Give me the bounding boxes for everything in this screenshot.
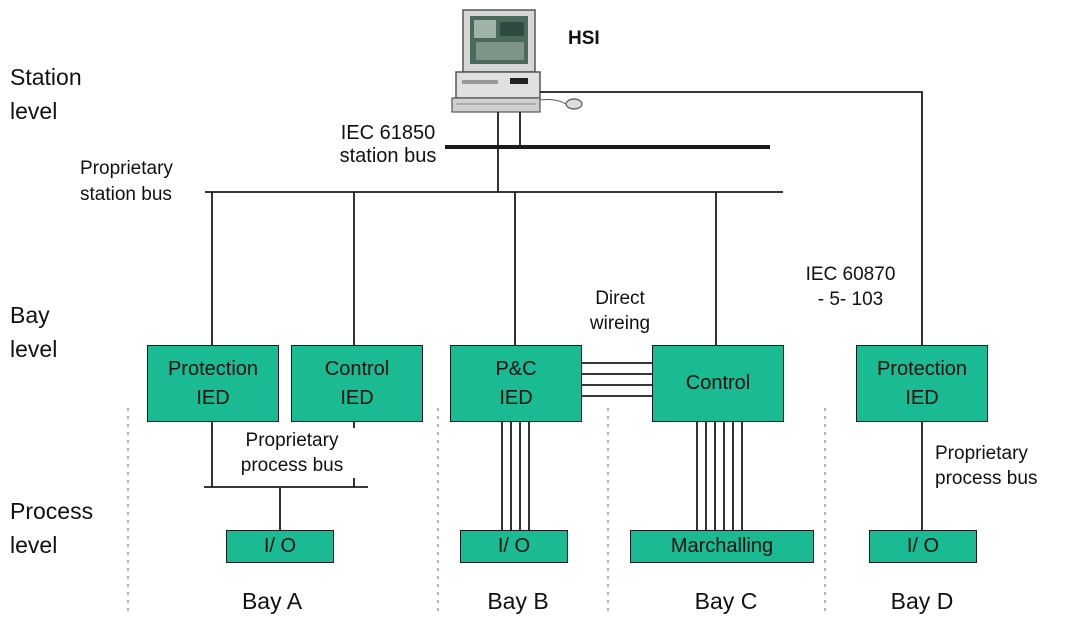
marshalling-unit-c[interactable]: Marchalling [630,530,814,563]
protection-ied-d[interactable]: Protection IED [856,345,988,422]
bay-level-label: Bay level [10,298,57,366]
iec61850-label: IEC 61850 station bus [328,122,448,168]
proprietary-process-bus-d-label: Proprietary process bus [935,441,1037,491]
control-c-label: Control [686,369,750,398]
protection-ied-a-label: Protection IED [168,355,258,413]
bay-b-label: Bay B [448,588,588,615]
pc-ied-b-label: P&C IED [495,355,536,413]
bay-c-label: Bay C [656,588,796,615]
proprietary-station-bus-label: Proprietary station bus [80,156,173,208]
protection-ied-d-label: Protection IED [877,355,967,413]
bay-a-label: Bay A [202,588,342,615]
hsi-label: HSI [568,28,600,50]
control-ied-a[interactable]: Control IED [291,345,423,422]
hsi-computer-icon [452,10,582,112]
control-ied-a-label: Control IED [325,355,389,413]
protection-ied-a[interactable]: Protection IED [147,345,279,422]
control-c[interactable]: Control [652,345,784,422]
process-level-label: Process level [10,494,93,562]
direct-wiring-label: Direct wireing [570,286,670,336]
io-unit-b-label: I/ O [498,532,530,561]
bay-d-label: Bay D [852,588,992,615]
io-unit-a[interactable]: I/ O [226,530,334,563]
io-unit-a-label: I/ O [264,532,296,561]
io-unit-b[interactable]: I/ O [460,530,568,563]
iec60870-label: IEC 60870 - 5- 103 [798,262,903,312]
station-level-label: Station level [10,60,82,128]
io-unit-d[interactable]: I/ O [869,530,977,563]
pc-ied-b[interactable]: P&C IED [450,345,582,422]
io-unit-d-label: I/ O [907,532,939,561]
marshalling-unit-c-label: Marchalling [671,532,773,561]
proprietary-process-bus-a-label: Proprietary process bus [222,428,362,478]
